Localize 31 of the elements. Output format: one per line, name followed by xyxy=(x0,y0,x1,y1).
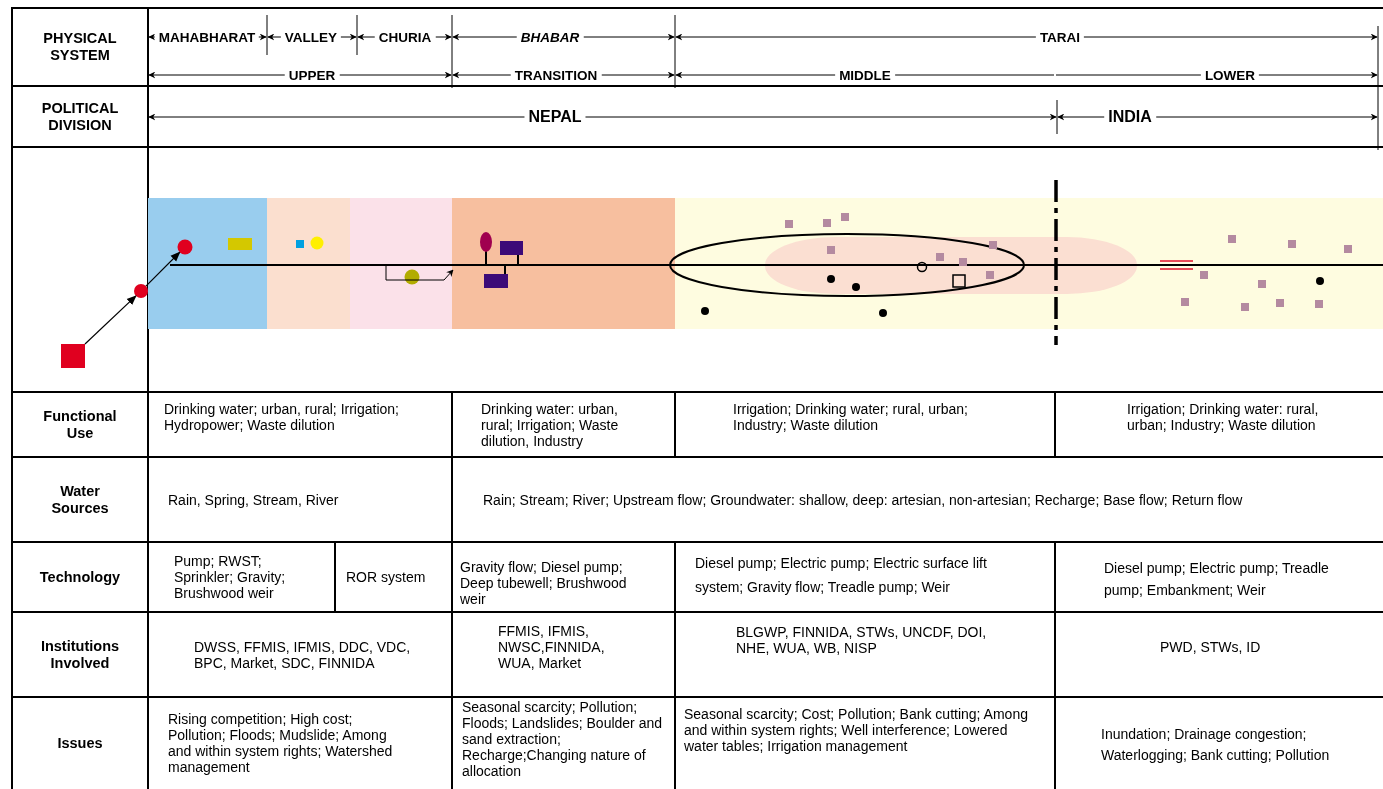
cell-text: Irrigation; Drinking water; rural, urban; Industry; Waste dilution xyxy=(733,400,969,433)
cell-text: ROR system xyxy=(346,569,426,585)
cell-text: FFMIS, IFMIS, NWSC,FINNIDA, WUA, Market xyxy=(498,622,606,671)
cell-text: Seasonal scarcity; Cost; Pollution; Bank cutting; Among and within system rights; Well interference; Lowered water tables; Irrigation management xyxy=(684,706,1029,754)
row-header: Issues xyxy=(57,734,103,752)
row-header: PHYSICAL SYSTEM xyxy=(42,30,118,64)
row-header: Technology xyxy=(39,568,121,586)
arrow xyxy=(145,251,181,287)
cell-text: Rain, Spring, Stream, River xyxy=(168,491,339,508)
cell-text: Drinking water: urban, rural; Irrigation; Waste dilution, Industry xyxy=(481,400,620,449)
cell-text: Irrigation; Drinking water: rural, urban; Industry; Waste dilution xyxy=(1127,400,1320,433)
cell-text: Rising competition; High cost; Pollution; Floods; Mudslide; Among and within system rights; Watershed management xyxy=(168,711,394,775)
arrow xyxy=(84,295,137,345)
cell-text: Diesel pump; Electric pump; Treadle pump; Embankment; Weir xyxy=(1104,559,1330,600)
cell-text: Inundation; Drainage congestion; Waterlogging; Bank cutting; Pollution xyxy=(1101,725,1331,765)
cell-text: DWSS, FFMIS, IFMIS, DDC, VDC, BPC, Market, SDC, FINNIDA xyxy=(194,638,412,671)
row-header: Functional Use xyxy=(42,407,118,442)
circle-symbol xyxy=(134,284,148,298)
row-header: Water Sources xyxy=(50,482,110,517)
cell-text: Drinking water; urban, rural; Irrigation; Hydropower; Waste dilution xyxy=(164,400,400,433)
row-header: Institutions Involved xyxy=(39,637,121,672)
cell-text: Diesel pump; Electric pump; Electric surface lift system; Gravity flow; Treadle pump; Weir xyxy=(695,554,988,597)
circle-symbol xyxy=(177,239,193,255)
cell-text: Gravity flow; Diesel pump; Deep tubewell; Brushwood weir xyxy=(460,559,628,607)
cell-text: PWD, STWs, ID xyxy=(1160,638,1261,655)
row-header: POLITICAL DIVISION xyxy=(40,99,120,134)
cell-text: Rain; Stream; River; Upstream flow; Groundwater: shallow, deep: artesian, non-artesian; Recharge; Base flow; Return flow xyxy=(483,491,1243,508)
square-symbol xyxy=(61,344,85,368)
cell-text: Pump; RWST; Sprinkler; Gravity; Brushwood weir xyxy=(174,553,287,601)
cell-text: Seasonal scarcity; Pollution; Floods; Landslides; Boulder and sand extraction; Recharge;Changing nature of allocation xyxy=(462,699,664,779)
cell-text: BLGWP, FINNIDA, STWs, UNCDF, DOI, NHE, WUA, WB, NISP xyxy=(736,623,988,656)
